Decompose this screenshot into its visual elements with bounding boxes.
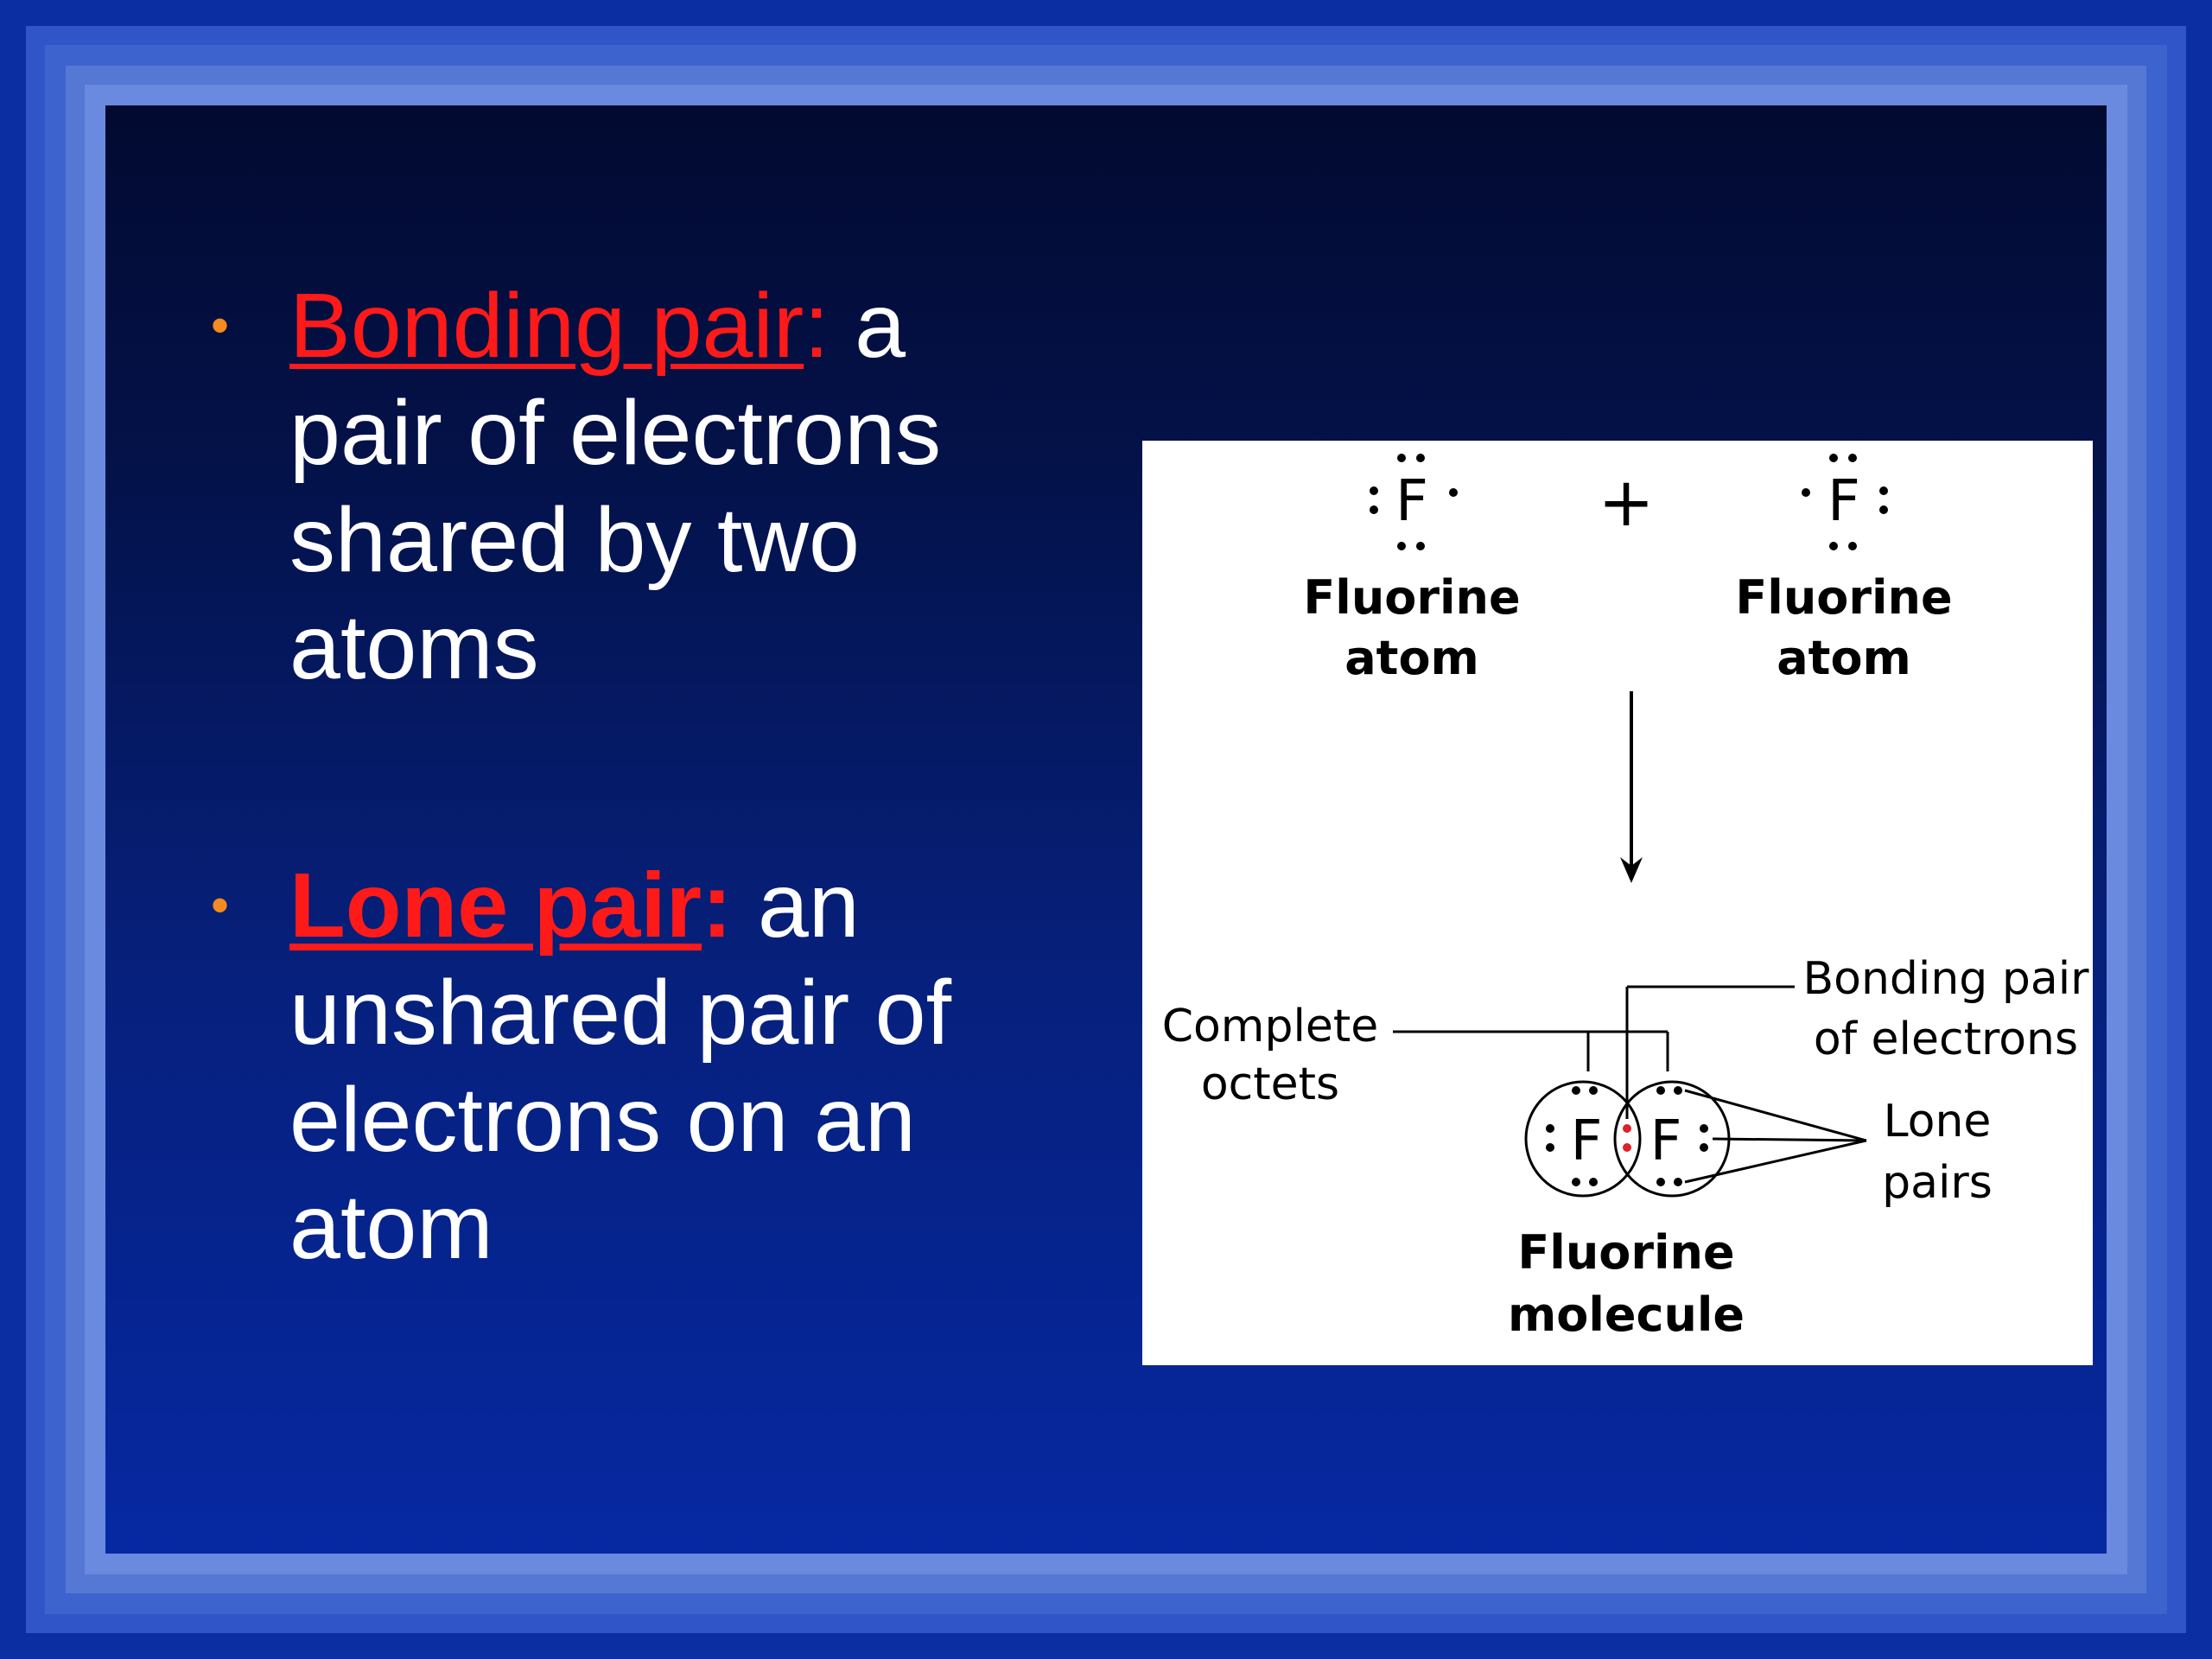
definition-bonding-pair: a pair of electrons shared by two atoms: [289, 275, 942, 698]
molecule-label-line1: Fluorine: [1517, 1225, 1734, 1280]
bullet-lone-pair: • Lone pair: an unshared pair of electro…: [173, 852, 1037, 1281]
fluorine-atom-left: F: [1370, 454, 1458, 550]
term-colon: :: [702, 855, 733, 957]
bonding-pair-leader: [1625, 985, 1795, 1119]
lone-pairs-leader: [1684, 1089, 1867, 1184]
lone-pairs-label-line2: pairs: [1882, 1157, 1993, 1209]
atom-symbol: F: [1395, 467, 1428, 534]
lone-pairs-label-line1: Lone: [1884, 1096, 1992, 1147]
bonding-pair-label-line1: Bonding pair: [1802, 953, 2089, 1005]
molecule-label-line2: molecule: [1508, 1287, 1745, 1342]
fluorine-molecule: F F: [1524, 1080, 1731, 1198]
complete-octets-leader: [1393, 1030, 1669, 1071]
fluorine-atom-right: F: [1802, 454, 1888, 550]
bullet-list: • Bonding pair: a pair of electrons shar…: [173, 272, 1037, 1281]
bonding-pair-electrons: [1623, 1124, 1631, 1152]
term-bonding-pair: Bonding pair: [289, 275, 804, 377]
atom-label-left-line2: atom: [1344, 631, 1479, 685]
atom-label-right-line2: atom: [1777, 631, 1911, 685]
bonding-pair-label-line2: of electrons: [1814, 1014, 2078, 1065]
valence-electrons: [1370, 454, 1458, 550]
atom-symbol: F: [1571, 1109, 1603, 1173]
definition-lone-pair: an unshared pair of electrons on an atom: [289, 855, 952, 1278]
term-lone-pair: Lone pair: [289, 855, 702, 957]
bullet-bonding-pair: • Bonding pair: a pair of electrons shar…: [173, 272, 1037, 701]
lewis-diagram-figure: F Fluorine atom + F Fluorine atom: [1142, 441, 2093, 1365]
atom-label-right-line1: Fluorine: [1735, 570, 1952, 625]
complete-octets-label-line1: Complete: [1162, 1001, 1379, 1052]
atom-label-left-line1: Fluorine: [1303, 570, 1520, 625]
lewis-diagram-svg: F Fluorine atom + F Fluorine atom: [1162, 454, 2089, 1342]
bullet-marker: •: [211, 876, 230, 934]
plus-sign: +: [1598, 464, 1654, 542]
reaction-arrow: [1620, 691, 1643, 883]
lone-pair-electrons: [1546, 1086, 1708, 1186]
atom-symbol: F: [1650, 1109, 1682, 1173]
bullet-marker: •: [211, 296, 230, 354]
complete-octets-label-line2: octets: [1201, 1058, 1339, 1110]
valence-electrons: [1802, 454, 1888, 550]
atom-symbol: F: [1827, 467, 1860, 534]
term-colon: :: [804, 275, 830, 377]
